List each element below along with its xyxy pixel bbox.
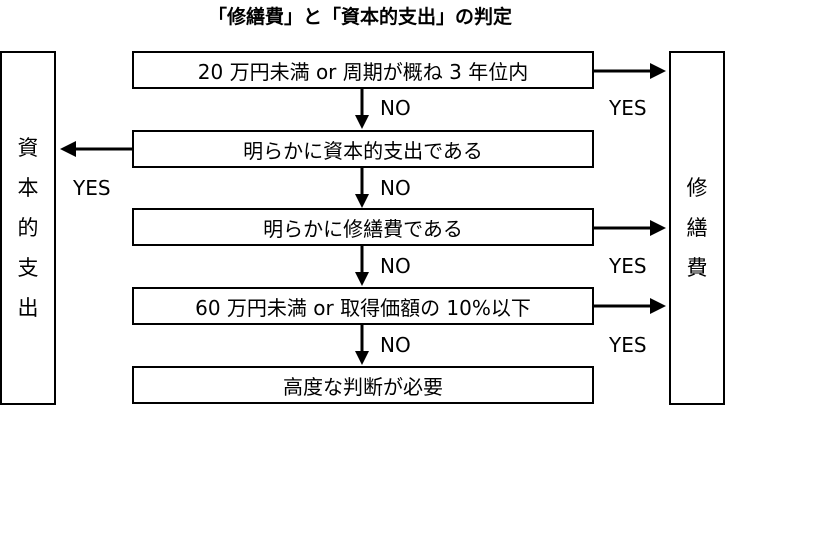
down-arrow-4	[355, 325, 369, 365]
step-label-1: 20 万円未満 or 周期が概ね 3 年位内	[197, 59, 529, 84]
no-label-1: NO	[380, 96, 411, 120]
capital-expenditure-char-2: 本	[17, 176, 39, 200]
capital-expenditure-char-4: 支	[17, 256, 39, 280]
left-arrow-2	[60, 141, 132, 157]
yes-label-2: YES	[73, 176, 111, 200]
step-box-5: 高度な判断が必要	[132, 366, 594, 404]
step-box-1: 20 万円未満 or 周期が概ね 3 年位内	[132, 51, 594, 89]
right-arrow-1	[594, 63, 666, 79]
repair-expense-char-2: 繕	[686, 216, 708, 240]
diagram-title: 「修繕費」と「資本的支出」の判定	[207, 6, 512, 28]
repair-expense-char-1: 修	[686, 176, 708, 200]
yes-label-1: YES	[609, 96, 647, 120]
down-arrow-2	[355, 168, 369, 208]
no-label-4: NO	[380, 333, 411, 357]
capital-expenditure-char-1: 資	[17, 136, 39, 160]
step-box-2: 明らかに資本的支出である	[132, 130, 594, 168]
yes-label-4: YES	[609, 333, 647, 357]
capital-expenditure-char-3: 的	[17, 216, 39, 240]
right-arrow-4	[594, 298, 666, 314]
down-arrow-3	[355, 246, 369, 286]
yes-label-3: YES	[609, 254, 647, 278]
down-arrow-1	[355, 89, 369, 129]
no-label-2: NO	[380, 176, 411, 200]
capital-expenditure-box: 資 本 的 支 出	[0, 51, 56, 405]
step-box-4: 60 万円未満 or 取得価額の 10%以下	[132, 287, 594, 325]
step-label-5: 高度な判断が必要	[283, 374, 443, 399]
right-arrow-3	[594, 220, 666, 236]
repair-expense-char-3: 費	[686, 256, 708, 280]
step-label-2: 明らかに資本的支出である	[243, 138, 483, 163]
step-box-3: 明らかに修繕費である	[132, 208, 594, 246]
step-label-3: 明らかに修繕費である	[263, 216, 463, 241]
capital-expenditure-char-5: 出	[17, 296, 39, 320]
step-label-4: 60 万円未満 or 取得価額の 10%以下	[195, 295, 531, 320]
repair-expense-box: 修 繕 費	[669, 51, 725, 405]
no-label-3: NO	[380, 254, 411, 278]
